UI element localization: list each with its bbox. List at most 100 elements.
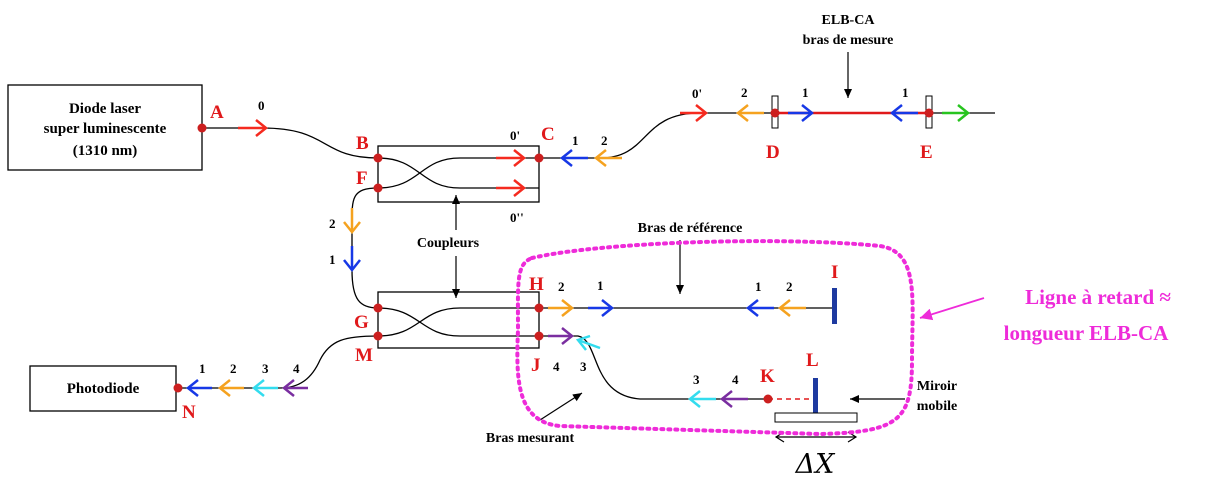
point-c: C bbox=[541, 124, 555, 145]
coupler1-path2 bbox=[377, 157, 539, 189]
point-g-dot bbox=[373, 303, 383, 313]
measuring-arm-pointer bbox=[539, 392, 583, 421]
point-i: I bbox=[831, 262, 838, 283]
fiber-network bbox=[178, 95, 995, 423]
coupler-2 bbox=[377, 291, 540, 349]
point-l: L bbox=[806, 350, 819, 371]
delay-line-label1: Ligne à retard ≈ bbox=[1025, 285, 1171, 309]
beam-arrow-i1 bbox=[745, 299, 774, 317]
delta-x-label: ΔX bbox=[795, 449, 836, 479]
beam-label-n4: 4 bbox=[293, 361, 300, 376]
beam-arrow-exit bbox=[942, 104, 971, 122]
elb-subtitle: bras de mesure bbox=[803, 33, 894, 48]
mirror-label-line1: Miroir bbox=[917, 379, 957, 394]
fiber-j-k bbox=[539, 335, 768, 400]
fiber-a-b bbox=[202, 127, 379, 159]
elb-title: ELB-CA bbox=[822, 13, 876, 28]
delay-line-pointer bbox=[919, 297, 985, 321]
beam-arrow-n4 bbox=[281, 379, 308, 397]
fiber-f-g bbox=[351, 187, 379, 309]
couplers-label: Coupleurs bbox=[417, 236, 480, 251]
fiber-m-n bbox=[178, 335, 379, 389]
beam-arrow-d1 bbox=[788, 104, 815, 122]
beam-arrow-k4 bbox=[719, 390, 748, 408]
coupler2-path2 bbox=[377, 307, 539, 337]
point-n-dot bbox=[173, 383, 183, 393]
point-h-dot bbox=[534, 303, 544, 313]
beam-label-e1: 1 bbox=[902, 85, 909, 100]
point-letters: A B C D E F G H I J K L M N bbox=[182, 102, 933, 423]
beam-label-j4: 4 bbox=[553, 359, 560, 374]
measuring-arm-label: Bras mesurant bbox=[486, 431, 575, 446]
beam-label-i1: 1 bbox=[755, 279, 762, 294]
beam-label-c0dprime: 0'' bbox=[510, 210, 524, 225]
point-j-dot bbox=[534, 331, 544, 341]
mobile-mirror-l bbox=[813, 378, 818, 414]
point-f: F bbox=[356, 168, 368, 189]
beam-arrow-f1 bbox=[343, 246, 361, 273]
source-label-line2: super luminescente bbox=[44, 121, 167, 137]
beam-arrow-n3 bbox=[251, 379, 278, 397]
beam-label-d1: 1 bbox=[802, 85, 809, 100]
coupler1-path1 bbox=[377, 157, 539, 189]
point-a: A bbox=[210, 102, 224, 123]
point-h: H bbox=[529, 274, 544, 295]
beam-arrow-c1 bbox=[559, 149, 588, 167]
beam-label-d2: 2 bbox=[741, 85, 748, 100]
connection-points bbox=[173, 108, 934, 404]
beam-arrow-h1 bbox=[588, 299, 615, 317]
beam-label-n1: 1 bbox=[199, 361, 206, 376]
point-k: K bbox=[760, 366, 775, 387]
laser-diode-box: Diode laser super luminescente (1310 nm) bbox=[7, 84, 203, 171]
reference-arm-label: Bras de référence bbox=[638, 221, 743, 236]
beam-arrow-c0dprime bbox=[496, 179, 527, 197]
beam-arrow-h2 bbox=[548, 299, 575, 317]
beam-label-c2: 2 bbox=[601, 133, 608, 148]
point-b: B bbox=[356, 133, 369, 154]
coupler2-path1 bbox=[377, 307, 539, 337]
photodiode-label: Photodiode bbox=[67, 381, 140, 397]
reference-mirror-i bbox=[832, 288, 837, 324]
beam-label-k3: 3 bbox=[693, 372, 700, 387]
point-e: E bbox=[920, 142, 933, 163]
beam-label-n3: 3 bbox=[262, 361, 269, 376]
beam-label-h2: 2 bbox=[558, 279, 565, 294]
beam-label-a0: 0 bbox=[258, 98, 265, 113]
point-d: D bbox=[766, 142, 780, 163]
photodiode-box: Photodiode bbox=[29, 365, 177, 412]
beam-arrow-fiber0prime bbox=[680, 104, 709, 122]
beam-arrows bbox=[185, 104, 971, 408]
point-m: M bbox=[355, 345, 373, 366]
beam-label-k4: 4 bbox=[732, 372, 739, 387]
beam-arrow-i2 bbox=[777, 299, 806, 317]
point-a-dot bbox=[197, 123, 207, 133]
beam-label-j3: 3 bbox=[580, 359, 587, 374]
point-k-dot bbox=[763, 394, 773, 404]
beam-arrow-a0 bbox=[238, 119, 269, 137]
point-g: G bbox=[354, 312, 369, 333]
mirror-label-line2: mobile bbox=[917, 399, 957, 414]
beam-arrow-e1 bbox=[889, 104, 918, 122]
point-e-dot bbox=[924, 108, 934, 118]
beam-label-h1: 1 bbox=[597, 278, 604, 293]
point-b-dot bbox=[373, 153, 383, 163]
point-m-dot bbox=[373, 331, 383, 341]
beam-arrow-c0prime bbox=[496, 149, 527, 167]
beam-label-i2: 2 bbox=[786, 279, 793, 294]
delay-line-label2: longueur ELB-CA bbox=[1004, 321, 1170, 345]
beam-label-c0prime: 0' bbox=[510, 128, 520, 143]
beam-arrow-j3 bbox=[575, 334, 601, 351]
point-c-dot bbox=[534, 153, 544, 163]
beam-arrow-f2 bbox=[343, 208, 361, 235]
beam-arrow-c2 bbox=[593, 149, 622, 167]
beam-label-n2: 2 bbox=[230, 361, 237, 376]
source-label-line1: Diode laser bbox=[69, 101, 141, 117]
beam-label-f2: 2 bbox=[329, 216, 336, 231]
point-j: J bbox=[531, 355, 541, 376]
beam-numbers: 0 0' 0'' 1 2 0' 2 1 1 2 1 2 1 1 2 4 3 3 … bbox=[199, 85, 909, 387]
beam-arrow-n1 bbox=[185, 379, 212, 397]
point-f-dot bbox=[373, 183, 383, 193]
beam-label-fiber0prime: 0' bbox=[692, 86, 702, 101]
beam-label-f1: 1 bbox=[329, 252, 336, 267]
